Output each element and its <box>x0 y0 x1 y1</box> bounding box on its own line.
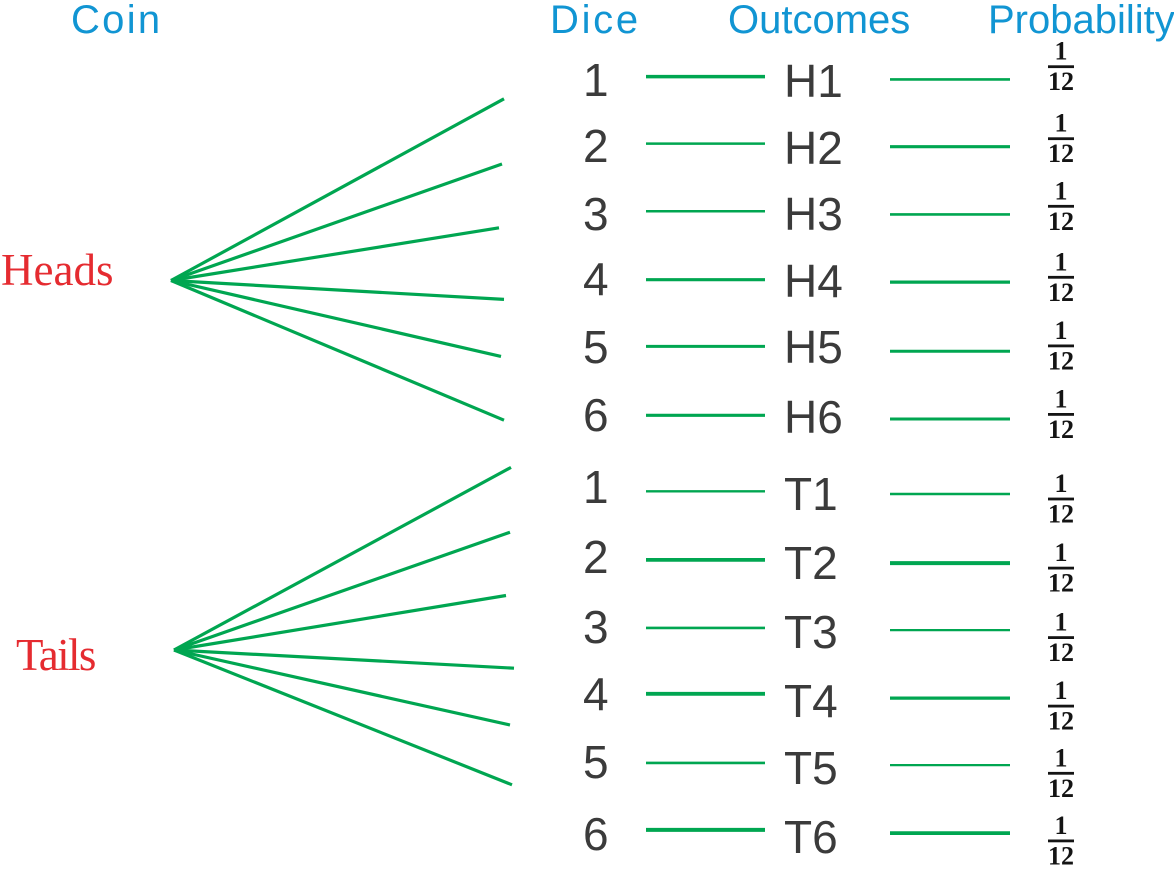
svg-text:2: 2 <box>583 120 609 172</box>
svg-text:H4: H4 <box>784 255 843 307</box>
svg-text:12: 12 <box>1048 346 1074 375</box>
svg-text:1: 1 <box>1055 608 1068 637</box>
svg-text:4: 4 <box>583 668 609 720</box>
svg-text:1: 1 <box>583 54 609 106</box>
svg-text:12: 12 <box>1048 67 1074 96</box>
svg-text:12: 12 <box>1048 841 1074 870</box>
svg-text:H3: H3 <box>784 188 843 240</box>
svg-text:1: 1 <box>1055 247 1068 276</box>
svg-text:Dice: Dice <box>550 0 641 42</box>
svg-text:T2: T2 <box>784 537 838 589</box>
svg-text:4: 4 <box>583 253 609 305</box>
svg-text:12: 12 <box>1048 569 1074 598</box>
svg-text:Coin: Coin <box>71 0 162 42</box>
svg-text:H5: H5 <box>784 321 843 373</box>
svg-text:5: 5 <box>583 736 609 788</box>
svg-text:12: 12 <box>1048 139 1074 168</box>
svg-text:12: 12 <box>1048 638 1074 667</box>
svg-text:1: 1 <box>1055 743 1068 772</box>
svg-text:12: 12 <box>1048 207 1074 236</box>
svg-text:Outcomes: Outcomes <box>728 0 910 42</box>
svg-text:Probability: Probability <box>988 0 1174 42</box>
svg-text:T1: T1 <box>784 468 838 520</box>
svg-text:Tails: Tails <box>16 630 95 680</box>
svg-text:3: 3 <box>583 601 609 653</box>
svg-text:1: 1 <box>1055 384 1068 413</box>
svg-text:H2: H2 <box>784 122 843 174</box>
svg-text:12: 12 <box>1048 500 1074 529</box>
svg-text:6: 6 <box>583 389 609 441</box>
svg-text:1: 1 <box>583 461 609 513</box>
svg-text:T5: T5 <box>784 742 838 794</box>
svg-text:1: 1 <box>1055 676 1068 705</box>
svg-text:1: 1 <box>1055 176 1068 205</box>
svg-text:1: 1 <box>1055 109 1068 138</box>
svg-text:1: 1 <box>1055 316 1068 345</box>
svg-text:H6: H6 <box>784 391 843 443</box>
svg-text:12: 12 <box>1048 707 1074 736</box>
svg-text:2: 2 <box>583 531 609 583</box>
svg-text:T6: T6 <box>784 811 838 863</box>
svg-text:5: 5 <box>583 321 609 373</box>
svg-text:12: 12 <box>1048 278 1074 307</box>
svg-text:3: 3 <box>583 188 609 240</box>
svg-text:1: 1 <box>1055 538 1068 567</box>
svg-text:Heads: Heads <box>1 245 113 295</box>
svg-text:6: 6 <box>583 808 609 860</box>
svg-text:12: 12 <box>1048 774 1074 803</box>
svg-text:12: 12 <box>1048 415 1074 444</box>
svg-text:H1: H1 <box>784 55 843 107</box>
svg-text:1: 1 <box>1055 811 1068 840</box>
svg-text:1: 1 <box>1055 37 1068 66</box>
svg-text:T4: T4 <box>784 675 838 727</box>
svg-text:T3: T3 <box>784 606 838 658</box>
svg-text:1: 1 <box>1055 469 1068 498</box>
